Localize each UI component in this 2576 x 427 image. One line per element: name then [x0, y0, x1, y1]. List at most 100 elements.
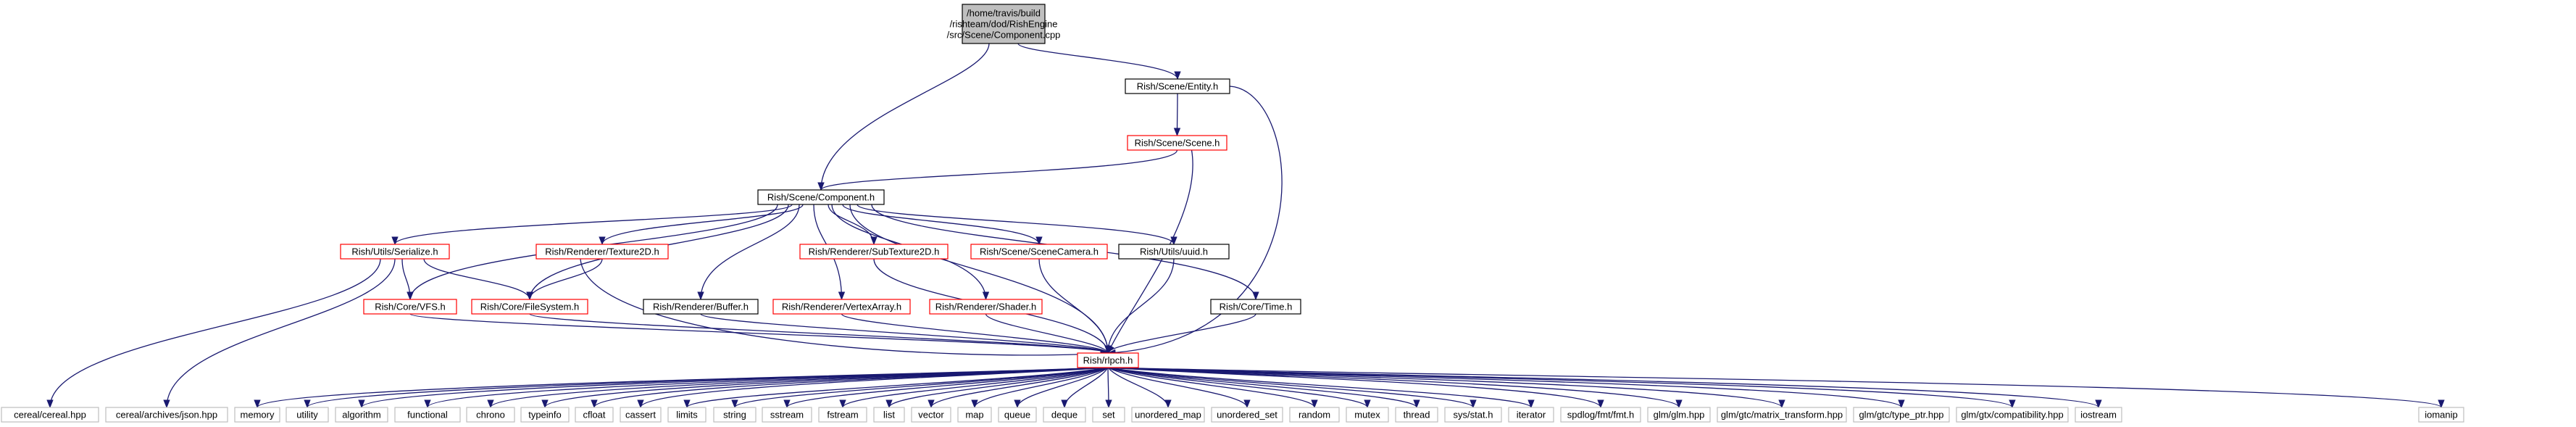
leaf-glm-glm-hpp[interactable]: glm/glm.hpp	[1647, 407, 1711, 423]
leaf-map-box	[957, 407, 992, 423]
node-shader[interactable]: Rish/Renderer/Shader.h	[929, 299, 1043, 315]
leaf-utility[interactable]: utility	[285, 407, 329, 423]
node-vertexarray-box	[772, 299, 911, 315]
node-vertexarray[interactable]: Rish/Renderer/VertexArray.h	[772, 299, 911, 315]
leaf-iterator-box	[1508, 407, 1554, 423]
node-buffer[interactable]: Rish/Renderer/Buffer.h	[643, 299, 759, 315]
node-component-cpp-label: /rishteam/dod/RishEngine	[950, 19, 1058, 30]
leaf-glm-gtc-matrix-transform-hpp[interactable]: glm/gtc/matrix_transform.hpp	[1717, 407, 1847, 423]
node-shader-label: Rish/Renderer/Shader.h	[935, 302, 1036, 312]
node-scenecamera-label: Rish/Scene/SceneCamera.h	[980, 246, 1099, 257]
leaf-set[interactable]: set	[1092, 407, 1125, 423]
dependency-edges	[46, 43, 2445, 409]
node-texture2d[interactable]: Rish/Renderer/Texture2D.h	[535, 244, 669, 260]
edge-rpch-to-leaf-21	[1107, 367, 1251, 409]
leaf-typeinfo[interactable]: typeinfo	[520, 407, 570, 423]
leaf-random[interactable]: random	[1289, 407, 1340, 423]
leaf-string[interactable]: string	[713, 407, 756, 423]
edge-rpch-to-leaf-25	[1107, 367, 1477, 409]
node-shader-box	[929, 299, 1043, 315]
leaf-sstream[interactable]: sstream	[762, 407, 812, 423]
leaf-iostream[interactable]: iostream	[2075, 407, 2122, 423]
leaf-mutex[interactable]: mutex	[1346, 407, 1389, 423]
node-scenecamera[interactable]: Rish/Scene/SceneCamera.h	[970, 244, 1108, 260]
leaf-glm-gtc-type-ptr-hpp[interactable]: glm/gtc/type_ptr.hpp	[1853, 407, 1950, 423]
leaf-unordered-set[interactable]: unordered_set	[1211, 407, 1283, 423]
leaf-mutex-box	[1346, 407, 1389, 423]
leaf-typeinfo-box	[520, 407, 570, 423]
edge-component-to-uuid	[856, 204, 1177, 246]
leaf-functional-label: functional	[407, 410, 448, 420]
edge-rpch-to-leaf-29	[1107, 367, 1785, 409]
leaf-cereal-cereal-hpp[interactable]: cereal/cereal.hpp	[1, 407, 99, 423]
node-component-cpp[interactable]: /home/travis/build/rishteam/dod/RishEngi…	[947, 4, 1061, 44]
leaf-cfloat-label: cfloat	[583, 410, 605, 420]
node-filesystem-label: Rish/Core/FileSystem.h	[480, 302, 580, 312]
leaf-iomanip[interactable]: iomanip	[2418, 407, 2464, 423]
leaf-thread[interactable]: thread	[1395, 407, 1438, 423]
edge-filesystem-to-rpch	[529, 313, 1112, 355]
leaf-algorithm[interactable]: algorithm	[335, 407, 388, 423]
node-serialize[interactable]: Rish/Utils/Serialize.h	[340, 244, 450, 260]
leaf-queue-label: queue	[1004, 410, 1030, 420]
leaf-deque[interactable]: deque	[1043, 407, 1086, 423]
leaf-glm-gtx-compatibility-hpp-label: glm/gtx/compatibility.hpp	[1961, 410, 2063, 420]
leaf-spdlog-fmt-fmt-h[interactable]: spdlog/fmt/fmt.h	[1560, 407, 1641, 423]
node-time[interactable]: Rish/Core/Time.h	[1210, 299, 1301, 315]
leaf-memory[interactable]: memory	[234, 407, 280, 423]
leaf-queue[interactable]: queue	[998, 407, 1037, 423]
node-texture2d-label: Rish/Renderer/Texture2D.h	[545, 246, 659, 257]
leaf-cfloat[interactable]: cfloat	[575, 407, 614, 423]
leaf-map[interactable]: map	[957, 407, 992, 423]
node-rpch[interactable]: Rish/rlpch.h	[1077, 352, 1139, 368]
node-vfs[interactable]: Rish/Core/VFS.h	[363, 299, 457, 315]
leaf-sys-stat-h-box	[1444, 407, 1502, 423]
leaf-sstream-box	[762, 407, 812, 423]
leaf-chrono-label: chrono	[476, 410, 505, 420]
node-filesystem-box	[471, 299, 588, 315]
node-scene[interactable]: Rish/Scene/Scene.h	[1127, 135, 1227, 151]
node-component-label: Rish/Scene/Component.h	[767, 192, 875, 203]
leaf-glm-gtx-compatibility-hpp[interactable]: glm/gtx/compatibility.hpp	[1956, 407, 2069, 423]
node-serialize-label: Rish/Utils/Serialize.h	[351, 246, 438, 257]
edge-rpch-to-leaf-13	[839, 367, 1109, 409]
edge-rpch-to-leaf-9	[637, 367, 1109, 409]
leaf-algorithm-box	[335, 407, 388, 423]
edge-root-to-entity	[1017, 43, 1181, 80]
node-component[interactable]: Rish/Scene/Component.h	[757, 189, 885, 205]
leaf-fstream[interactable]: fstream	[818, 407, 867, 423]
leaf-vector[interactable]: vector	[911, 407, 951, 423]
node-buffer-label: Rish/Renderer/Buffer.h	[653, 302, 749, 312]
leaf-string-box	[713, 407, 756, 423]
node-rpch-label: Rish/rlpch.h	[1083, 355, 1133, 366]
node-subtexture2d-box	[799, 244, 949, 260]
leaf-sys-stat-h[interactable]: sys/stat.h	[1444, 407, 1502, 423]
edge-entity-to-rpch	[1106, 86, 1283, 357]
leaf-iterator[interactable]: iterator	[1508, 407, 1554, 423]
leaf-list[interactable]: list	[873, 407, 905, 423]
leaf-unordered-set-box	[1211, 407, 1283, 423]
node-uuid[interactable]: Rish/Utils/uuid.h	[1118, 244, 1230, 260]
leaf-limits-box	[667, 407, 706, 423]
node-buffer-box	[643, 299, 759, 315]
leaf-functional[interactable]: functional	[394, 407, 461, 423]
leaf-unordered-map-box	[1131, 407, 1205, 423]
edge-shader-to-rpch	[985, 313, 1112, 355]
node-serialize-box	[340, 244, 450, 260]
leaf-limits[interactable]: limits	[667, 407, 706, 423]
edge-rpch-to-leaf-20	[1107, 367, 1172, 409]
edge-rpch-to-leaf-28	[1107, 367, 1683, 409]
node-rpch-box	[1077, 352, 1139, 368]
node-component-cpp-box	[962, 4, 1046, 44]
leaf-spdlog-fmt-fmt-h-box	[1560, 407, 1641, 423]
leaf-random-box	[1289, 407, 1340, 423]
leaf-cereal-archives-json-hpp[interactable]: cereal/archives/json.hpp	[105, 407, 228, 423]
node-subtexture2d[interactable]: Rish/Renderer/SubTexture2D.h	[799, 244, 949, 260]
node-entity[interactable]: Rish/Scene/Entity.h	[1125, 78, 1230, 94]
node-filesystem[interactable]: Rish/Core/FileSystem.h	[471, 299, 588, 315]
leaf-unordered-map[interactable]: unordered_map	[1131, 407, 1205, 423]
leaf-cassert[interactable]: cassert	[620, 407, 662, 423]
leaf-fstream-box	[818, 407, 867, 423]
edge-rpch-to-leaf-11	[731, 367, 1109, 409]
leaf-chrono[interactable]: chrono	[466, 407, 515, 423]
